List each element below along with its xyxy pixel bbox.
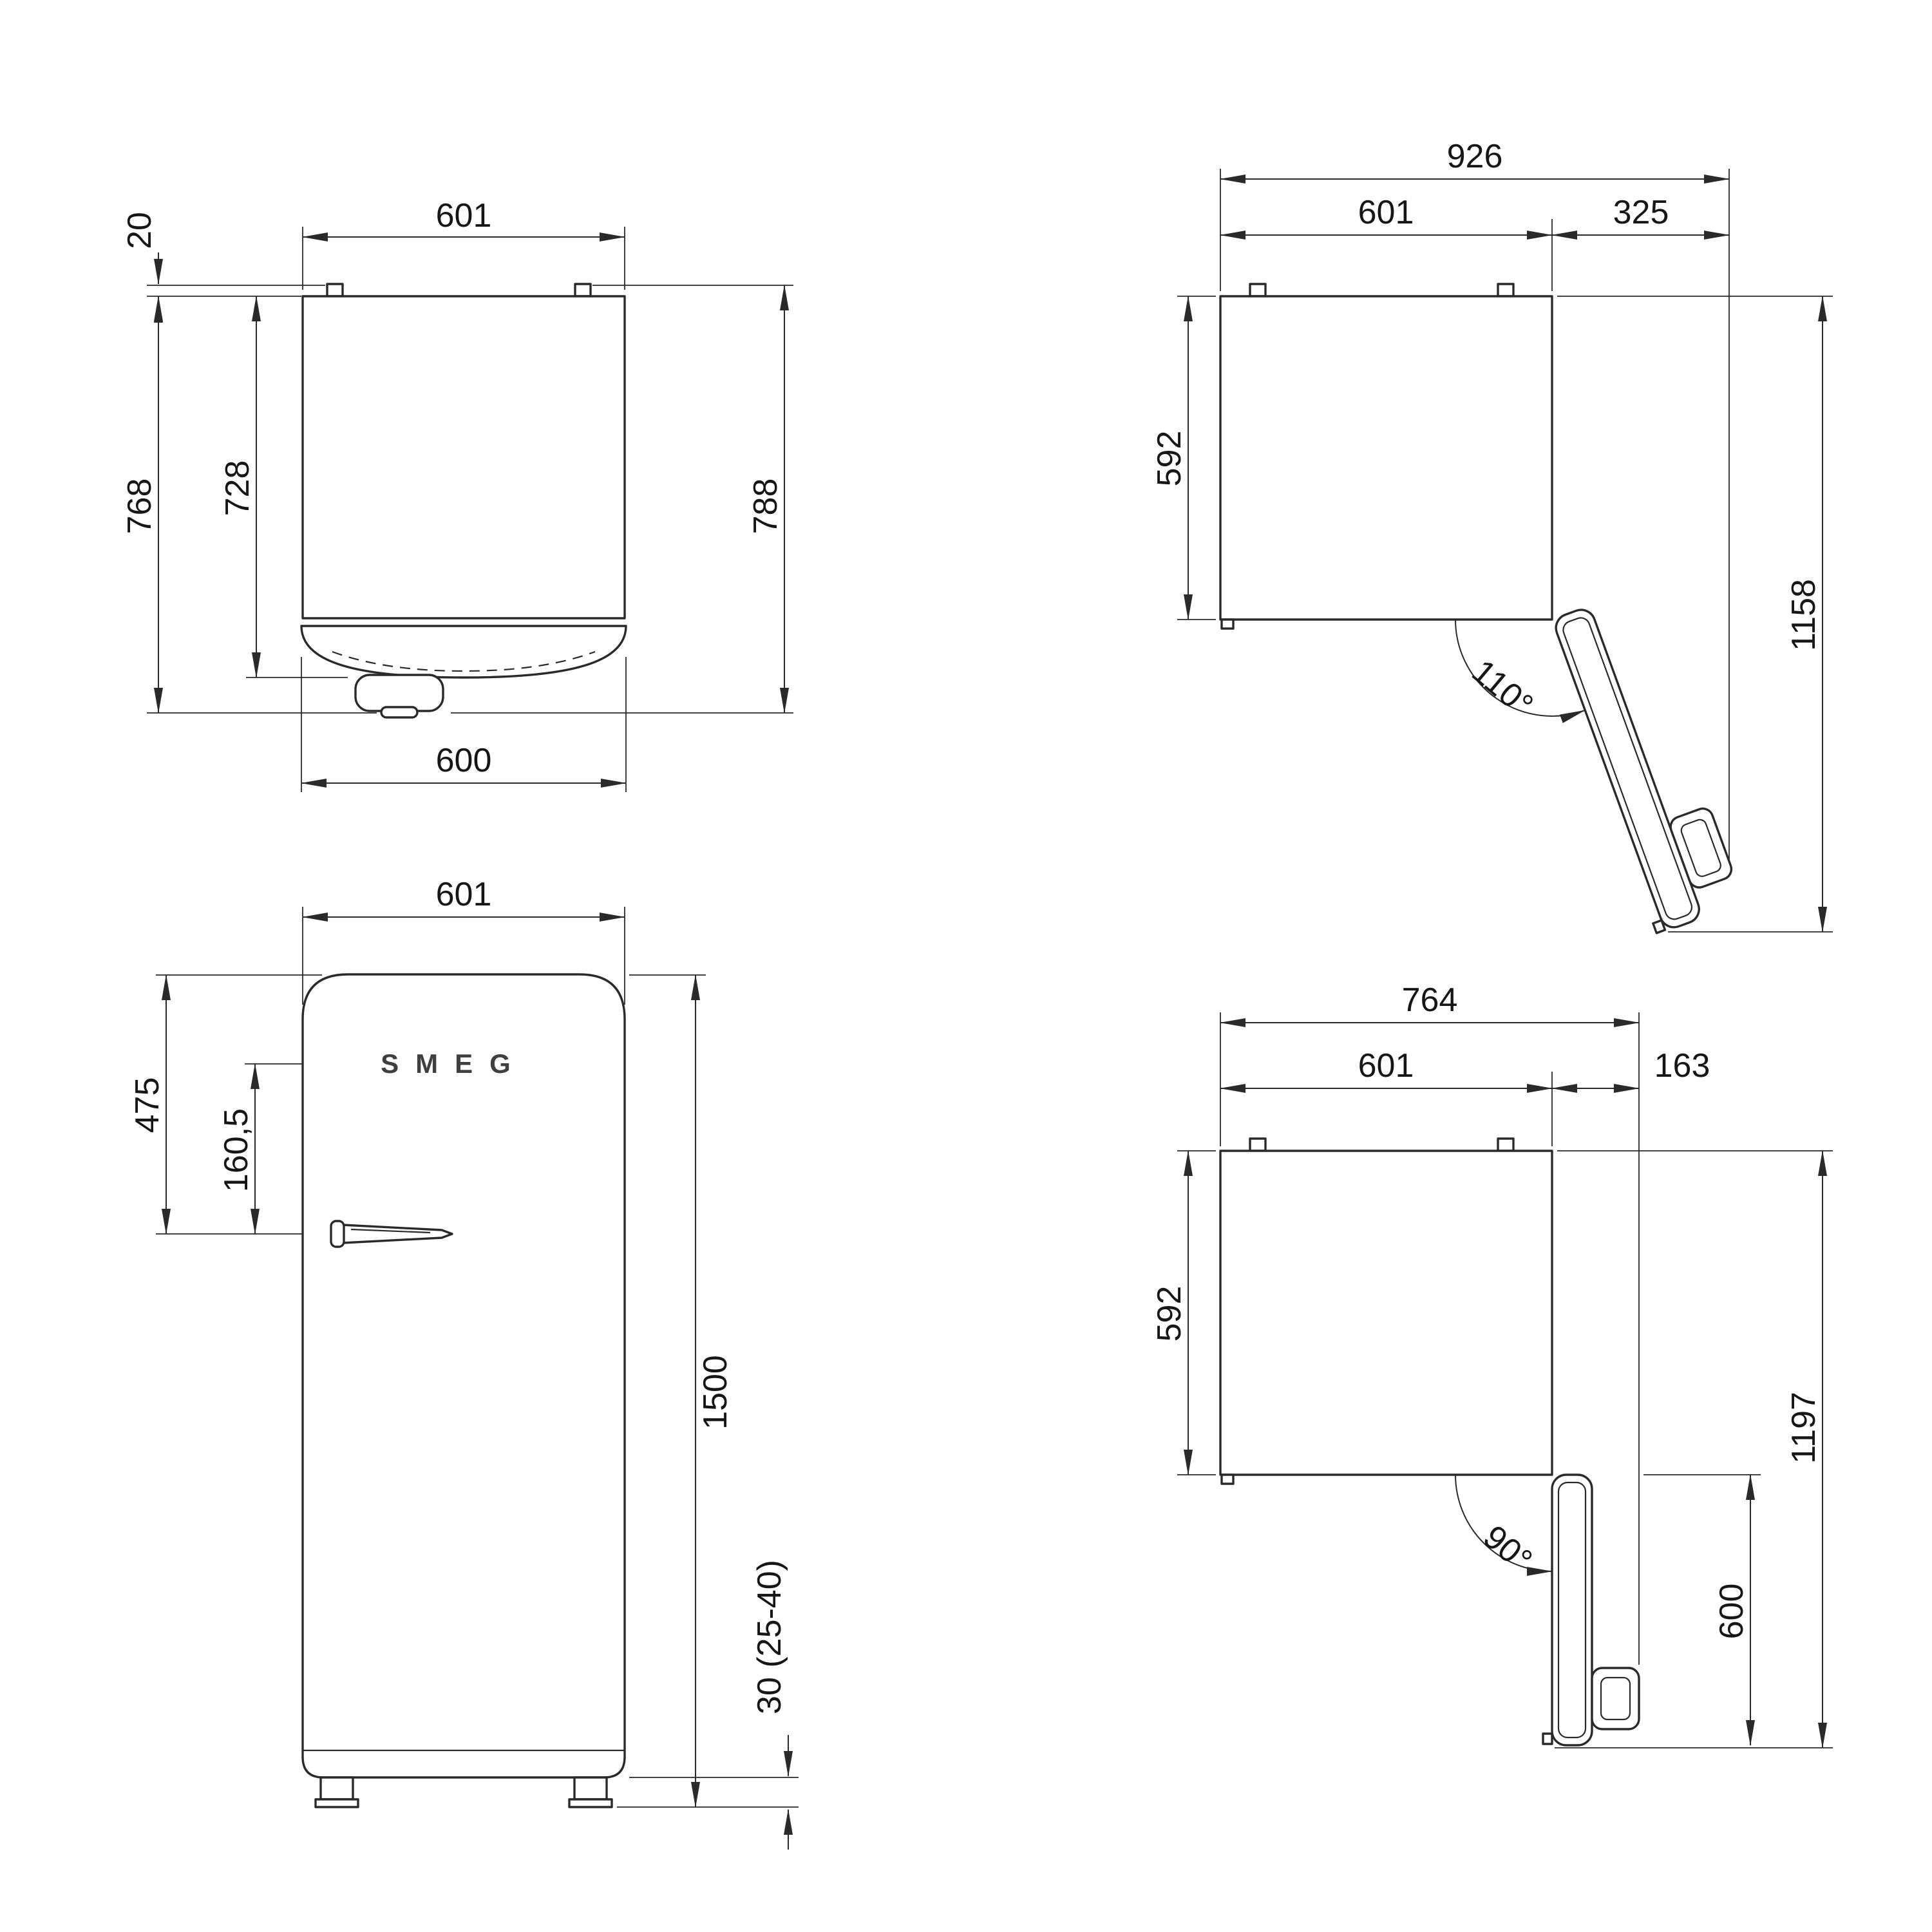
dim-label-hinge-projection: 20 [121, 212, 158, 249]
dim-label-depth-768: 768 [121, 478, 158, 535]
door-handle [1669, 807, 1733, 889]
foot [319, 1776, 354, 1801]
dim-label-door-projection: 600 [1713, 1584, 1750, 1640]
dim-label-body-depth: 592 [1151, 431, 1188, 487]
dim-label-door-width: 600 [436, 742, 492, 779]
dim-label-handle-height: 475 [129, 1077, 166, 1133]
view-top-closed: 601 20 768 728 788 600 [121, 197, 793, 792]
dim-label-overall-width: 926 [1447, 138, 1503, 175]
handle-detail-line [350, 1228, 431, 1234]
dim-label-body-width: 601 [1358, 1047, 1414, 1084]
dim-label-overall-width: 764 [1402, 981, 1458, 1019]
hinge-mark [1497, 283, 1515, 298]
view-top-open-90: 764 601 163 592 1197 600 90° [1151, 981, 1833, 1748]
door-open-90 [1542, 1473, 1640, 1747]
door-angle-label: 90° [1476, 1518, 1539, 1579]
handle-mount [330, 1220, 345, 1248]
dim-label-body-width: 601 [1358, 194, 1414, 231]
handle-tab [380, 706, 419, 719]
dim-label-overall-depth: 1158 [1785, 579, 1823, 651]
hinge-mark [326, 283, 344, 298]
door-hinge-bracket [1542, 1732, 1553, 1745]
door-swing-arc [1455, 619, 1586, 723]
dim-label-door-clearance: 163 [1654, 1047, 1710, 1084]
cabinet-top-outline [301, 295, 626, 620]
door-hinge-bracket [1652, 919, 1667, 934]
smeg-logo: SMEG [381, 1048, 527, 1079]
dim-label-width: 601 [436, 876, 492, 913]
foot [573, 1776, 608, 1801]
door-handle-inner [1680, 819, 1721, 877]
cabinet-top-outline [1219, 295, 1553, 621]
door-inner-panel [1562, 617, 1693, 920]
dim-label-door-clearance: 325 [1613, 194, 1669, 231]
foot-mark [1220, 1473, 1235, 1485]
dim-label-logo-to-handle: 160,5 [218, 1108, 255, 1192]
foot-pad [568, 1798, 613, 1808]
hinge-mark [1249, 283, 1267, 298]
dim-label-feet-height: 30 (25-40) [751, 1560, 788, 1714]
hinge-mark [1497, 1137, 1515, 1152]
dim-label-overall-height: 1500 [697, 1355, 734, 1430]
hinge-mark [1249, 1137, 1267, 1152]
view-top-open-110: 926 601 325 592 1158 110° [1151, 138, 1833, 934]
door-open-110 [1555, 609, 1733, 934]
cabinet-top-outline [1219, 1150, 1553, 1476]
door-slab [1555, 609, 1700, 929]
door-top-outline [300, 625, 627, 679]
foot-pad [314, 1798, 359, 1808]
door-seal-dashed-line [332, 650, 596, 672]
dim-label-depth-728: 728 [219, 460, 256, 516]
door-handle [1591, 1667, 1640, 1730]
view-front: SMEG 601 475 160,5 1500 30 (25-40) [129, 876, 799, 1850]
hinge-mark [574, 283, 592, 298]
door-slab [1551, 1473, 1593, 1747]
fridge-front-outline [301, 973, 626, 1779]
foot-mark [1220, 618, 1235, 630]
dim-label-overall-depth: 1197 [1785, 1392, 1823, 1464]
dim-label-body-width: 601 [436, 197, 492, 234]
door-inner-panel [1557, 1481, 1587, 1739]
dim-label-body-depth: 592 [1151, 1286, 1188, 1342]
door-handle-inner [1600, 1676, 1631, 1721]
dim-label-depth-788: 788 [747, 478, 784, 535]
handle-top-view [354, 674, 444, 712]
door-swing-arc [1455, 1474, 1553, 1576]
